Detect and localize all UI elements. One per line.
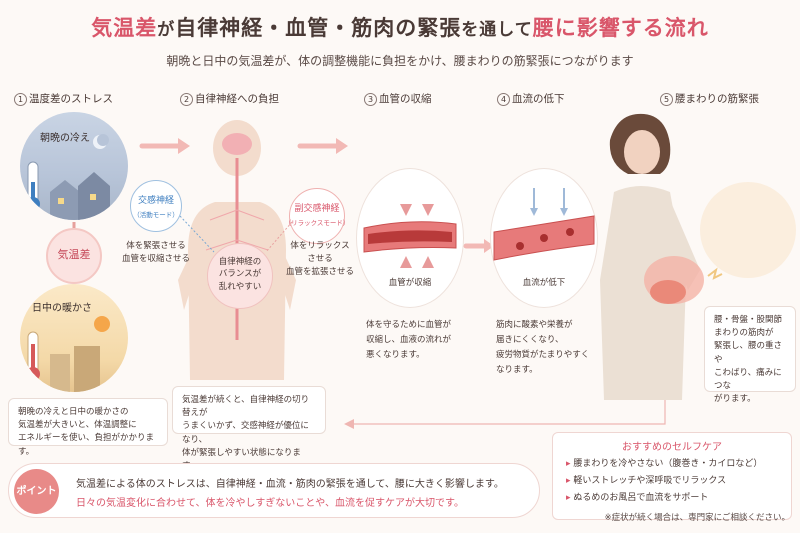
morning-scene-image [20, 112, 128, 220]
temperature-diff-badge [46, 228, 102, 284]
stress-description: 朝晩の冷えと日中の暖かさの 気温差が大きいと、体温調整に エネルギーを使い、負担… [8, 398, 168, 457]
sympathetic-title: 交感神経 [137, 196, 174, 206]
vessel-caption: 血管が収縮 [388, 278, 432, 288]
title-part-5: 腰に影響する流れ [532, 16, 709, 40]
title-part-4: を通して [461, 20, 533, 40]
bullet-icon: ▸ [566, 476, 574, 486]
key-point-line-1: 気温差による体のストレスは、自律神経・血流・筋肉の緊張を通して、腰に大きく影響し… [76, 479, 504, 490]
title-part-1: 気温差 [91, 16, 158, 40]
muscle-description: 腰・骨盤・股関節 まわりの筋肉が 緊張し、腰の重さや こわばり、痛みにつな がり… [704, 306, 796, 404]
bullet-icon: ▸ [566, 493, 574, 503]
nerve-balance-badge [207, 243, 273, 309]
sympathetic-nerve-badge [130, 180, 182, 232]
temperature-diff-label: 気温差 [57, 248, 91, 261]
key-point-badge: ポイント [14, 469, 59, 514]
nerve-balance-text: 自律神経の バランスが 乱れやすい [218, 257, 262, 292]
bullet-icon: ▸ [566, 459, 574, 469]
blood-flow-description: 筋肉に酸素や栄養が 届きにくくなり、 疲労物質がたまりやすく なります。 [496, 320, 590, 375]
self-care-item: ▸ 腰まわりを冷やさない（腹巻き・カイロなど） [566, 459, 763, 469]
constricted-vessel-illustration [363, 204, 457, 268]
reduced-blood-flow-illustration [493, 188, 595, 261]
nerve-description: 気温差が続くと、自律神経の切り替えが うまくいかず、交感神経が優位になり、 体が… [172, 386, 326, 471]
self-care-box [552, 432, 792, 520]
title-part-2: が [157, 20, 176, 40]
night-village-icon [26, 134, 110, 220]
parasympathetic-mode: （リラックスモード） [284, 219, 350, 227]
key-point-box [8, 463, 540, 518]
blood-flow-caption: 血流が低下 [522, 278, 566, 288]
muscle-highlight-bg [700, 182, 796, 278]
sympathetic-mode: （活動モード） [133, 211, 179, 219]
arrowhead-1-2 [178, 138, 190, 154]
self-care-title: おすすめのセルフケア [622, 442, 722, 453]
page-title: 気温差が自律神経・血管・筋肉の緊張を通して腰に影響する流れ [0, 12, 800, 42]
page-subtitle: 朝晩と日中の気温差が、体の調整機能に負担をかけ、腰まわりの筋緊張につながります [166, 54, 634, 68]
self-care-item: ▸ ぬるめのお風呂で血流をサポート [566, 493, 709, 503]
self-care-item: ▸ 軽いストレッチや深呼吸でリラックス [566, 476, 727, 486]
parasympathetic-description: 体をリラックス させる 血管を拡張させる [285, 241, 354, 278]
arrowhead-2-3 [336, 138, 348, 154]
key-point-line-2: 日々の気温変化に合わせて、体を冷やしすぎないことや、血流を促すケアが大切です。 [76, 498, 464, 509]
vessel-description: 体を守るために血管が 収縮し、血液の流れが 悪くなります。 [366, 320, 452, 360]
return-arrowhead [344, 419, 354, 429]
title-part-3: 自律神経・血管・筋肉の緊張 [175, 16, 462, 40]
parasympathetic-title: 副交感神経 [294, 204, 340, 214]
sympathetic-description: 体を緊張させる 血管を収縮させる [121, 241, 190, 265]
parasympathetic-nerve-badge [289, 188, 345, 244]
morning-label: 朝晩の冷え [40, 133, 90, 144]
return-line [354, 390, 666, 425]
consult-note: ※症状が続く場合は、専門家にご相談ください。 [604, 513, 790, 523]
daytime-label: 日中の暖かさ [32, 303, 92, 314]
woman-back-pain-illustration [600, 113, 723, 400]
arrowhead-3-4 [484, 239, 494, 253]
